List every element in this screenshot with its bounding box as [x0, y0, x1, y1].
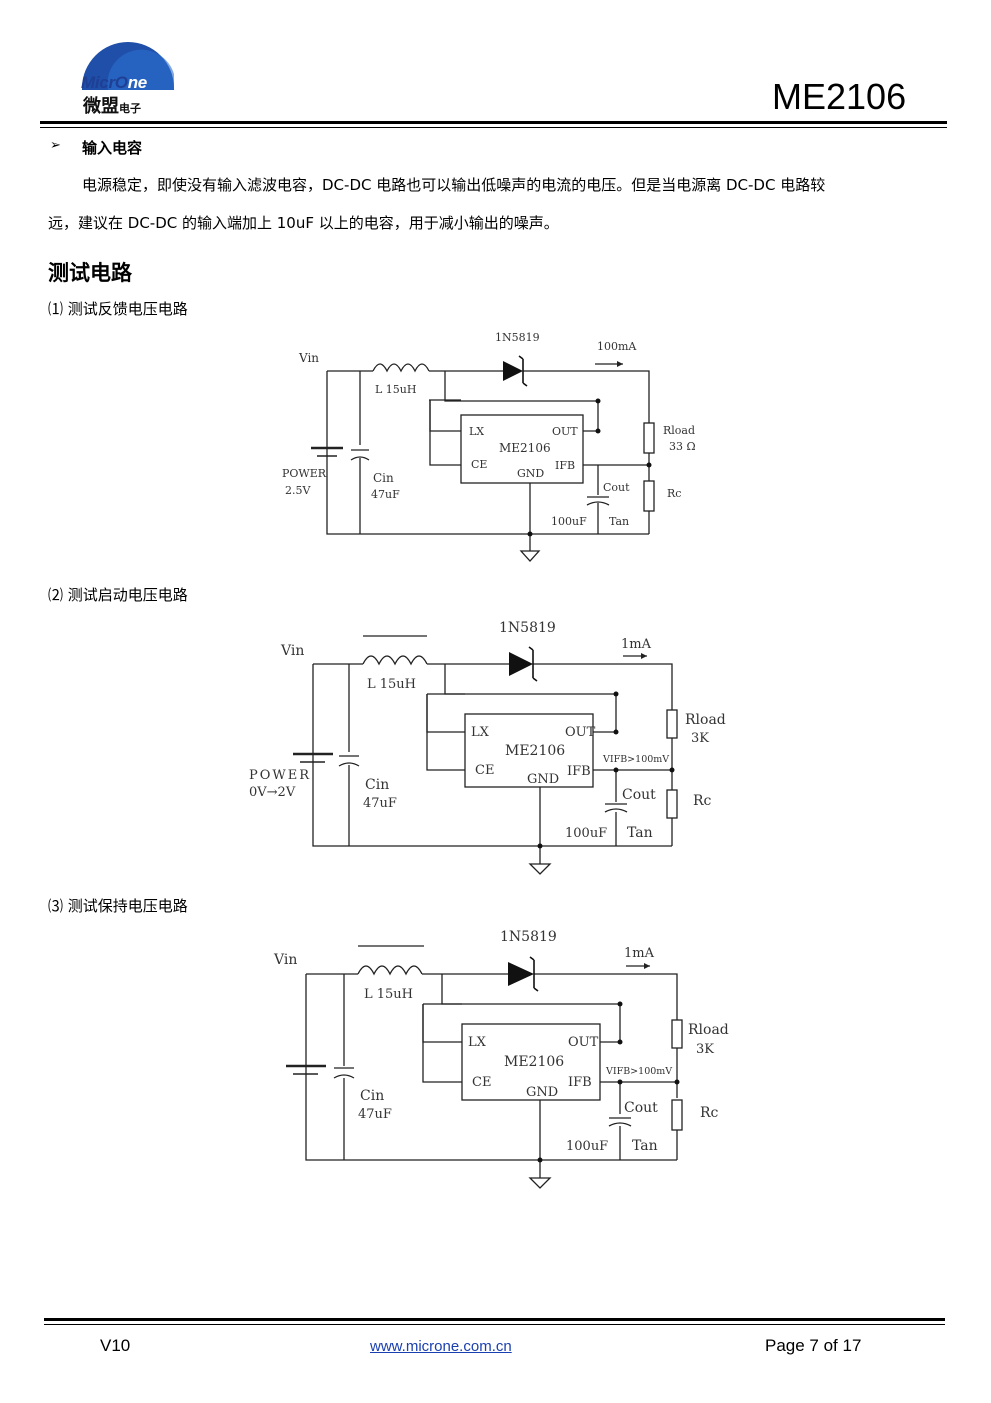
- label-inductor: L 15uH: [375, 383, 416, 396]
- label-rload-value: 3K: [691, 731, 709, 746]
- label-cout: Cout: [603, 481, 630, 494]
- circuit-diagram-startup: Vin L 15uH 1N5819 1mA LX OUT ME2106 CE I…: [249, 620, 726, 875]
- footer-website-link[interactable]: www.microne.com.cn: [370, 1338, 512, 1355]
- label-cin: Cin: [373, 471, 394, 485]
- section-title-test-circuits: 测试电路: [48, 261, 132, 285]
- label-cin-value: 47uF: [363, 796, 397, 811]
- label-rc: Rc: [693, 793, 712, 809]
- header-rule-thin: [40, 127, 947, 128]
- label-diode: 1N5819: [495, 331, 540, 344]
- label-cout: Cout: [622, 787, 656, 803]
- pin-ifb: IFB: [555, 459, 575, 472]
- label-vin: Vin: [280, 643, 304, 659]
- section-title-input-capacitor: 输入电容: [82, 139, 143, 157]
- label-rc: Rc: [667, 487, 681, 500]
- pin-gnd: GND: [527, 772, 559, 787]
- logo-chinese: 微盟电子: [83, 96, 141, 117]
- label-diode: 1N5819: [499, 620, 556, 636]
- label-power: POWER: [249, 768, 311, 783]
- label-rload-value: 33 Ω: [669, 440, 696, 453]
- circuit-diagram-hold: Vin L 15uH 1N5819 1mA LX OUT ME2106 CE I…: [273, 929, 729, 1189]
- label-cin-value: 47uF: [371, 488, 400, 501]
- label-cin: Cin: [365, 777, 389, 793]
- pin-out: OUT: [568, 1035, 599, 1050]
- footer-rule-thick: [44, 1318, 945, 1321]
- header-rule-thick: [40, 121, 947, 124]
- pin-ce: CE: [471, 458, 487, 471]
- label-current: 1mA: [624, 946, 655, 961]
- paragraph-line-1: 电源稳定，即使没有输入滤波电容，DC-DC 电路也可以输出低噪声的电流的电压。但…: [82, 176, 826, 194]
- microne-logo: [82, 42, 174, 90]
- footer-version: V10: [100, 1336, 131, 1355]
- bullet-arrow-icon: ➢: [50, 138, 61, 153]
- label-inductor: L 15uH: [364, 987, 413, 1002]
- label-rload: Rload: [685, 712, 726, 728]
- pin-gnd: GND: [517, 467, 544, 480]
- pin-gnd: GND: [526, 1085, 558, 1100]
- label-diode: 1N5819: [500, 929, 557, 945]
- caption-startup-circuit: ⑵ 测试启动电压电路: [48, 586, 188, 604]
- chip-label: ME2106: [504, 1054, 564, 1070]
- label-power: POWER: [282, 467, 327, 480]
- caption-hold-circuit: ⑶ 测试保持电压电路: [48, 897, 188, 915]
- label-tan: Tan: [609, 515, 629, 528]
- footer-page-number: Page 7 of 17: [765, 1336, 862, 1355]
- label-vfb: VIFB>100mV: [602, 754, 669, 765]
- label-rc: Rc: [700, 1105, 719, 1121]
- pin-out: OUT: [565, 725, 596, 740]
- label-current: 100mA: [597, 340, 637, 353]
- pin-out: OUT: [552, 425, 578, 438]
- pin-lx: LX: [471, 725, 490, 740]
- footer-rule-thin: [44, 1324, 945, 1325]
- label-tan: Tan: [627, 825, 653, 841]
- label-power-voltage: 0V→2V: [249, 785, 296, 800]
- caption-feedback-circuit: ⑴ 测试反馈电压电路: [48, 300, 188, 318]
- label-cout-value: 100uF: [551, 515, 587, 528]
- pin-ce: CE: [472, 1075, 491, 1090]
- pin-ifb: IFB: [568, 1075, 592, 1090]
- label-cout: Cout: [624, 1100, 658, 1116]
- label-vin: Vin: [273, 952, 297, 968]
- label-vin: Vin: [298, 351, 319, 365]
- logo-wordmark: MicrOne: [81, 73, 147, 92]
- document-title: ME2106: [772, 76, 907, 117]
- label-cout-value: 100uF: [565, 826, 607, 841]
- circuit-diagram-feedback: Vin L 15uH 1N5819 100mA LX OUT ME2106 CE…: [282, 331, 696, 562]
- label-inductor: L 15uH: [367, 677, 416, 692]
- pin-ce: CE: [475, 763, 494, 778]
- label-tan: Tan: [632, 1138, 658, 1154]
- label-cin-value: 47uF: [358, 1107, 392, 1122]
- label-cout-value: 100uF: [566, 1139, 608, 1154]
- paragraph-line-2: 远，建议在 DC-DC 的输入端加上 10uF 以上的电容，用于减小输出的噪声。: [48, 214, 559, 232]
- chip-label: ME2106: [505, 743, 565, 759]
- label-rload-value: 3K: [696, 1042, 714, 1057]
- label-rload: Rload: [663, 424, 695, 437]
- pin-ifb: IFB: [567, 764, 591, 779]
- pin-lx: LX: [469, 425, 484, 438]
- pin-lx: LX: [468, 1035, 487, 1050]
- chip-label: ME2106: [499, 441, 551, 455]
- label-rload: Rload: [688, 1022, 729, 1038]
- label-cin: Cin: [360, 1088, 384, 1104]
- label-vfb: VIFB>100mV: [605, 1066, 672, 1077]
- label-power-voltage: 2.5V: [285, 484, 311, 497]
- label-current: 1mA: [621, 637, 652, 652]
